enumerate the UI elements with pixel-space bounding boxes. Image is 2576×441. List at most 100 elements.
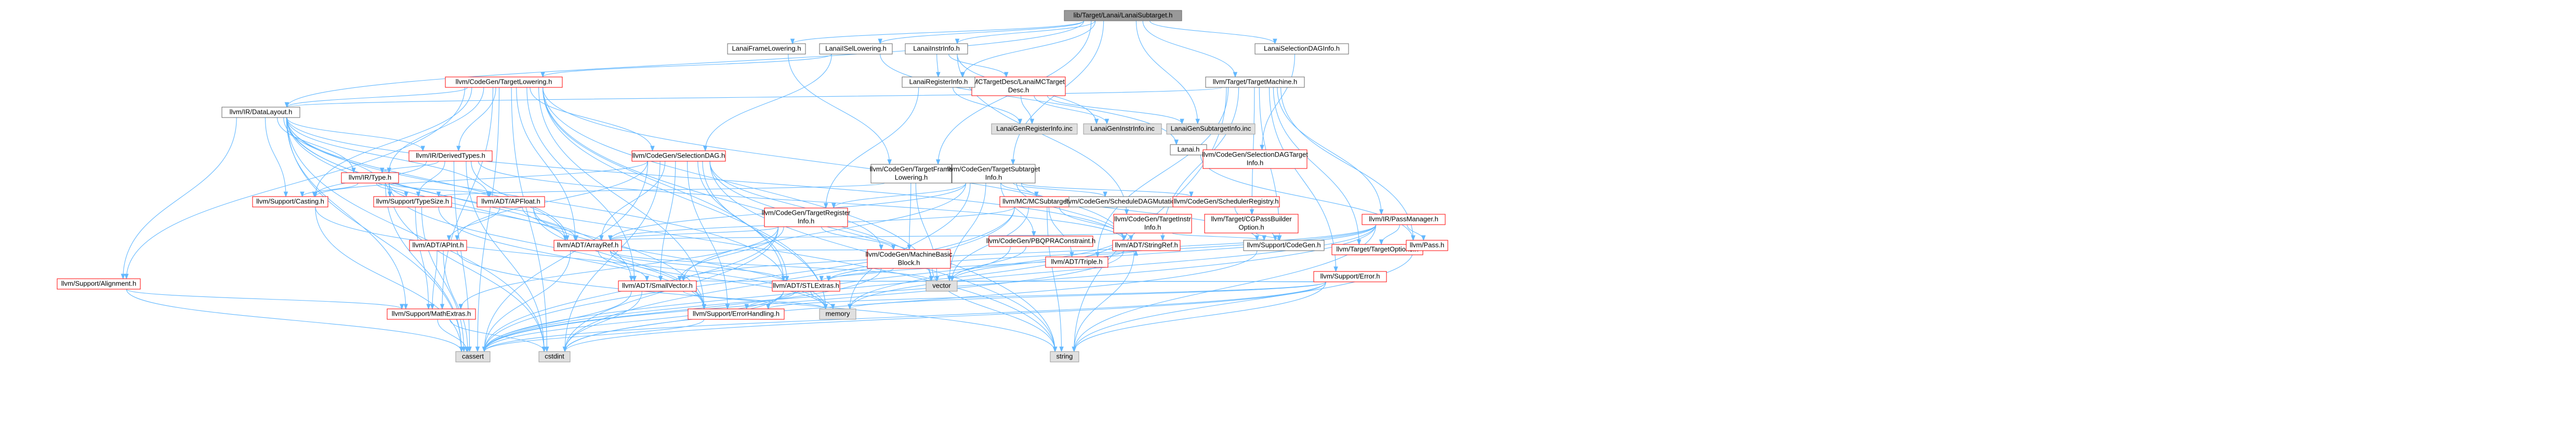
node-pass[interactable]: llvm/Pass.h (1406, 240, 1448, 251)
node-label: lib/Target/Lanai/LanaiSubtarget.h (1074, 11, 1173, 19)
node-box (341, 172, 399, 184)
dependency-edge (446, 206, 500, 241)
edge-line (458, 87, 496, 151)
edge-line (1172, 232, 1265, 241)
node-apint[interactable]: llvm/ADT/APInt.h (409, 240, 467, 251)
edge-arrowhead (562, 346, 567, 353)
node-triple[interactable]: llvm/ADT/Triple.h (1045, 256, 1108, 268)
node-stlext[interactable]: llvm/ADT/STLExtras.h (772, 280, 840, 292)
node-label: llvm/CodeGen/PBQPRAConstraint.h (986, 237, 1095, 244)
node-box (408, 150, 493, 162)
node-label: memory (826, 309, 850, 317)
node-isellow[interactable]: LanaiISelLowering.h (819, 43, 893, 55)
edge-arrowhead (1104, 119, 1109, 125)
dependency-edge (608, 245, 882, 252)
node-box (764, 207, 848, 227)
edge-arrowhead (313, 191, 318, 198)
node-cgtl[interactable]: llvm/CodeGen/TargetLowering.h (445, 76, 563, 88)
node-arrayref[interactable]: llvm/ADT/ArrayRef.h (553, 240, 622, 251)
dependency-edge (286, 117, 425, 152)
node-pm[interactable]: llvm/IR/PassManager.h (1362, 214, 1446, 225)
node-box (477, 196, 545, 207)
edge-line (286, 117, 489, 197)
edge-line (564, 250, 1258, 352)
node-box (373, 196, 452, 207)
node-stringref[interactable]: llvm/ADT/StringRef.h (1112, 240, 1181, 251)
edge-arrowhead (440, 304, 445, 310)
edge-line (788, 54, 890, 165)
edge-line (126, 289, 402, 309)
node-smallvec[interactable]: llvm/ADT/SmallVector.h (618, 280, 697, 292)
node-apfloat[interactable]: llvm/ADT/APFloat.h (477, 196, 545, 207)
edge-line (610, 232, 1127, 241)
edge-line (821, 226, 894, 250)
edge-line (709, 161, 882, 250)
dependency-edge (542, 87, 828, 310)
node-reginfo[interactable]: LanaiRegisterInfo.h (902, 76, 975, 88)
node-mathext[interactable]: llvm/Support/MathExtras.h (387, 308, 476, 320)
node-label: llvm/ADT/STLExtras.h (773, 281, 839, 289)
edge-line (389, 183, 490, 197)
node-cgsdag[interactable]: llvm/CodeGen/SelectionDAG.h (631, 150, 726, 162)
node-box (952, 164, 1036, 184)
edge-arrowhead (826, 276, 831, 282)
node-codegen[interactable]: llvm/Support/CodeGen.h (1243, 240, 1325, 251)
dependency-edge (831, 183, 967, 209)
node-sdagmut[interactable]: llvm/CodeGen/ScheduleDAGMutation.h (1065, 196, 1184, 207)
node-supperr[interactable]: llvm/Support/Error.h (1313, 271, 1387, 282)
edge-arrowhead (563, 235, 567, 241)
edge-line (1142, 20, 1236, 77)
edge-line (542, 87, 1125, 241)
node-framelow[interactable]: LanaiFrameLowering.h (727, 43, 806, 55)
dependency-edge (1021, 95, 1035, 125)
dependency-edge (265, 117, 288, 198)
node-tm[interactable]: llvm/Target/TargetMachine.h (1205, 76, 1305, 88)
dependency-edge (416, 161, 445, 198)
dependency-edge (376, 183, 408, 198)
edge-line (1261, 54, 1296, 150)
edge-arrowhead (1103, 191, 1107, 198)
node-casting[interactable]: llvm/Support/Casting.h (252, 196, 328, 207)
node-irtype[interactable]: llvm/IR/Type.h (341, 172, 399, 184)
edge-arrowhead (781, 276, 786, 282)
edge-arrowhead (420, 146, 425, 152)
edge-arrowhead (1262, 235, 1266, 241)
node-seldaginfo[interactable]: LanaiSelectionDAGInfo.h (1254, 43, 1349, 55)
node-instrinfo[interactable]: LanaiInstrInfo.h (905, 43, 968, 55)
node-schedreg[interactable]: llvm/CodeGen/SchedulerRegistry.h (1172, 196, 1280, 207)
node-box (819, 308, 856, 320)
dependency-edge (1273, 87, 1362, 245)
edge-line (450, 319, 545, 352)
node-dl[interactable]: llvm/IR/DataLayout.h (221, 107, 300, 118)
node-label: MCTargetDesc/LanaiMCTarget (972, 77, 1065, 85)
edge-line (1047, 95, 1183, 124)
dependency-edge (1260, 54, 1296, 151)
node-align[interactable]: llvm/Support/Alignment.h (57, 278, 141, 290)
edge-arrowhead (1029, 119, 1035, 125)
edge-line (746, 291, 796, 309)
edge-line (286, 117, 424, 151)
dependency-edge (824, 87, 919, 209)
node-label: llvm/IR/DerivedTypes.h (416, 151, 485, 159)
node-label: llvm/ADT/APFloat.h (481, 197, 540, 205)
node-typesize[interactable]: llvm/Support/TypeSize.h (373, 196, 452, 207)
node-lanaih[interactable]: Lanai.h (1170, 144, 1207, 155)
node-dt[interactable]: llvm/IR/DerivedTypes.h (408, 150, 493, 162)
node-label: llvm/IR/Type.h (349, 173, 391, 181)
node-layer: lib/Target/Lanai/LanaiSubtarget.hLanaiFr… (57, 10, 1448, 362)
node-errhand[interactable]: llvm/Support/ErrorHandling.h (688, 308, 785, 320)
node-pbqp[interactable]: llvm/CodeGen/PBQPRAConstraint.h (986, 236, 1095, 247)
node-root[interactable]: lib/Target/Lanai/LanaiSubtarget.h (1064, 10, 1182, 21)
dependency-edge (788, 54, 892, 165)
edge-line (126, 87, 466, 279)
edge-line (683, 224, 1377, 281)
